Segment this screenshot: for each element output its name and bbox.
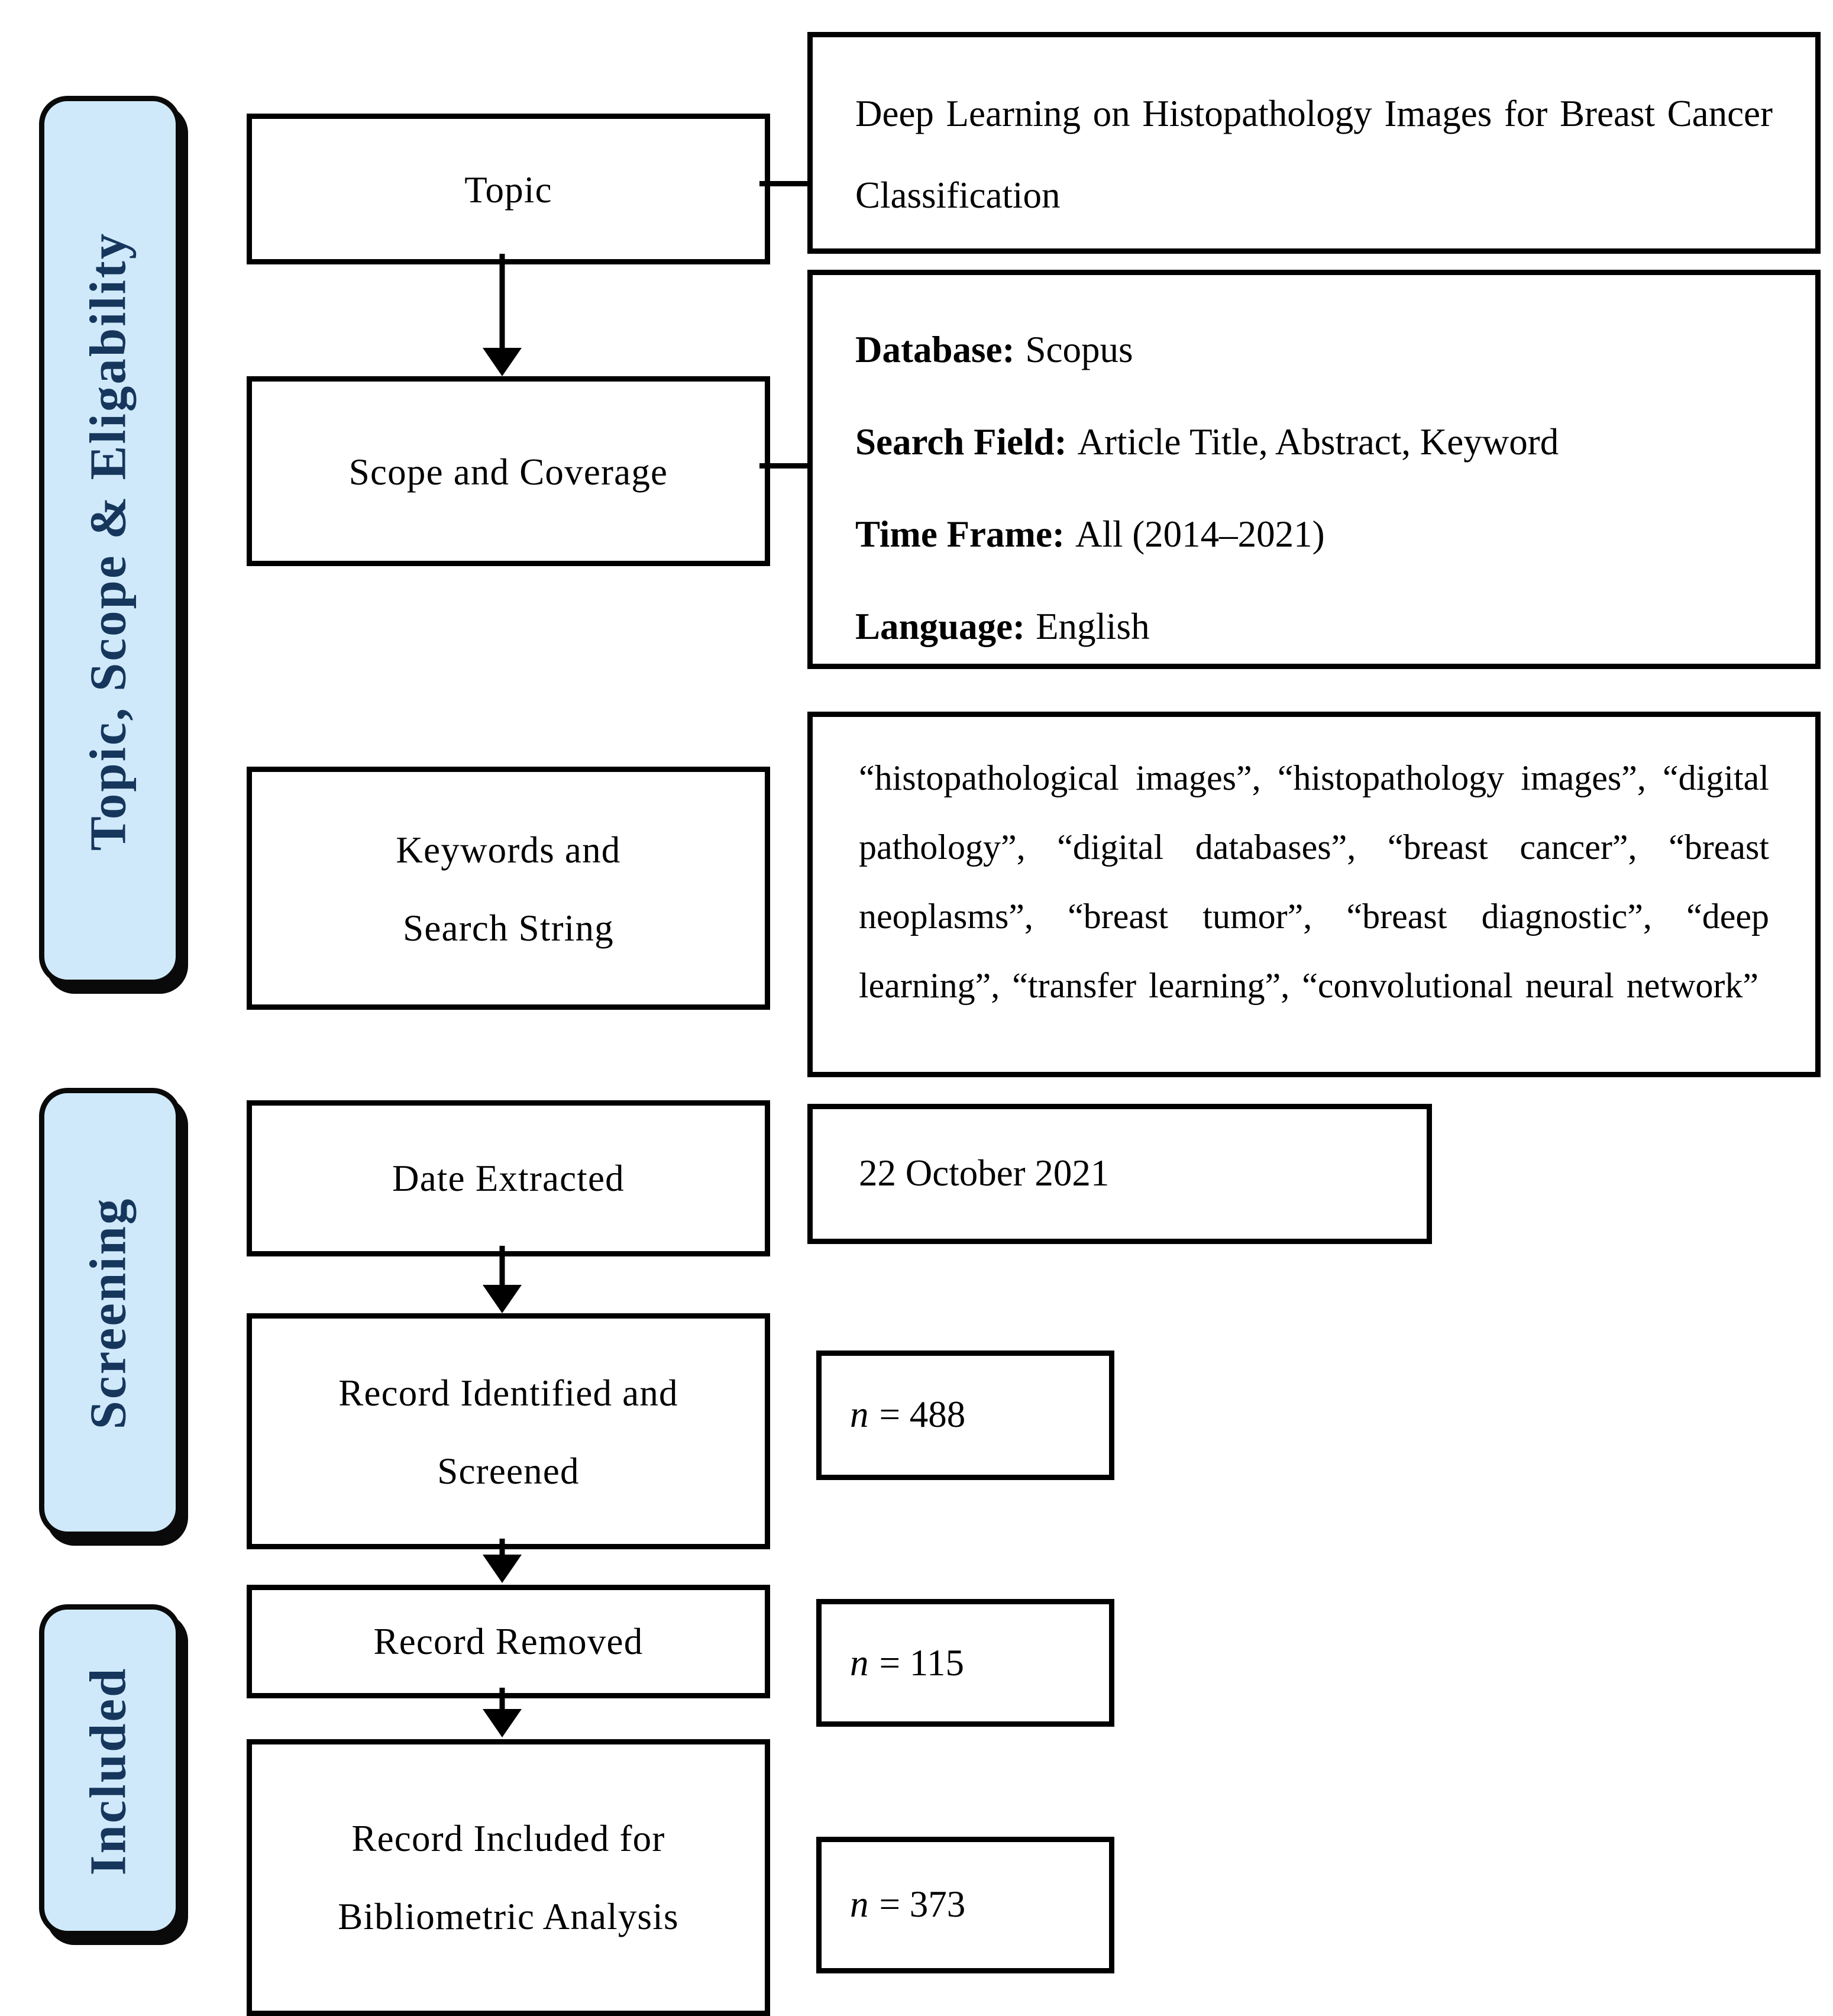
arrow-head [483,348,522,376]
flow-box-topic-label: Topic [464,167,552,211]
included-line1: Record Included for [351,1817,665,1860]
keywords-detail-text: “histopathological images”, “histopathol… [859,760,1769,1006]
arrow-head [483,1285,522,1313]
scope-detail-value: Scopus [1025,328,1133,371]
flow-box-record-identified-screened: Record Identified and Screened [247,1313,770,1549]
n-value: = 373 [879,1883,966,1925]
scope-detail-row: Time Frame:All (2014–2021) [855,488,1773,580]
n-value: = 488 [879,1393,966,1436]
date-extracted-label: Date Extracted [392,1157,625,1200]
count-box-included: n = 373 [816,1837,1114,1973]
keywords-line2: Search String [403,906,614,949]
arrow-identified-to-removed [483,1539,522,1583]
detail-box-topic: Deep Learning on Histopathology Images f… [807,32,1821,254]
flow-box-date-extracted: Date Extracted [247,1100,770,1256]
scope-detail-value: All (2014–2021) [1075,513,1325,555]
included-line2: Bibliometric Analysis [338,1895,679,1938]
scope-detail-value: Article Title, Abstract, Keyword [1077,421,1559,463]
connector-topic [759,181,807,186]
arrow-head [483,1709,522,1737]
stage-label: Included [80,1666,138,1875]
scope-detail-row: Language:English [855,580,1773,673]
flow-box-record-removed: Record Removed [247,1585,770,1698]
arrow-shaft [499,1246,505,1285]
scope-detail-label: Language: [855,605,1026,648]
flow-box-keywords-search-string: Keywords and Search String [247,767,770,1010]
scope-detail-value: English [1036,605,1150,648]
flow-box-scope-and-coverage: Scope and Coverage [247,376,770,566]
scope-detail-list: Database:Scopus Search Field:Article Tit… [813,275,1815,673]
n-variable: n [850,1640,869,1684]
identified-line2: Screened [437,1449,580,1492]
n-variable: n [850,1883,869,1925]
arrow-head [483,1555,522,1583]
n-value: = 115 [879,1640,964,1684]
flow-box-topic: Topic [247,114,770,264]
scope-detail-row: Database:Scopus [855,303,1773,396]
scope-detail-label: Database: [855,328,1015,371]
scope-detail-label: Search Field: [855,421,1067,463]
scope-detail-row: Search Field:Article Title, Abstract, Ke… [855,396,1773,488]
n-variable: n [850,1393,869,1436]
record-removed-label: Record Removed [373,1620,644,1663]
arrow-shaft [499,1688,505,1709]
topic-detail-text: Deep Learning on Histopathology Images f… [855,92,1773,217]
keywords-line1: Keywords and [396,828,621,871]
arrow-shaft [499,1539,505,1555]
scope-detail-label: Time Frame: [855,513,1065,555]
stage-label: Screening [80,1196,138,1429]
identified-line1: Record Identified and [338,1371,678,1414]
arrow-topic-to-scope [483,254,522,376]
stage-topic-scope-eligibility: Topic, Scope & Eligability [39,96,181,985]
detail-box-date: 22 October 2021 [807,1104,1432,1244]
detail-box-scope: Database:Scopus Search Field:Article Tit… [807,270,1821,669]
count-box-removed: n = 115 [816,1599,1114,1727]
connector-scope [759,463,807,469]
flow-box-scope-label: Scope and Coverage [348,450,668,493]
date-detail-text: 22 October 2021 [859,1152,1110,1194]
arrow-removed-to-included [483,1688,522,1737]
count-box-identified: n = 488 [816,1351,1114,1480]
stage-screening: Screening [39,1088,181,1537]
arrow-shaft [499,254,505,348]
stage-label: Topic, Scope & Eligability [80,231,138,850]
detail-box-keywords: “histopathological images”, “histopathol… [807,712,1821,1077]
flow-box-record-included: Record Included for Bibliometric Analysi… [247,1739,770,2016]
arrow-date-to-identified [483,1246,522,1313]
stage-included: Included [39,1604,181,1936]
